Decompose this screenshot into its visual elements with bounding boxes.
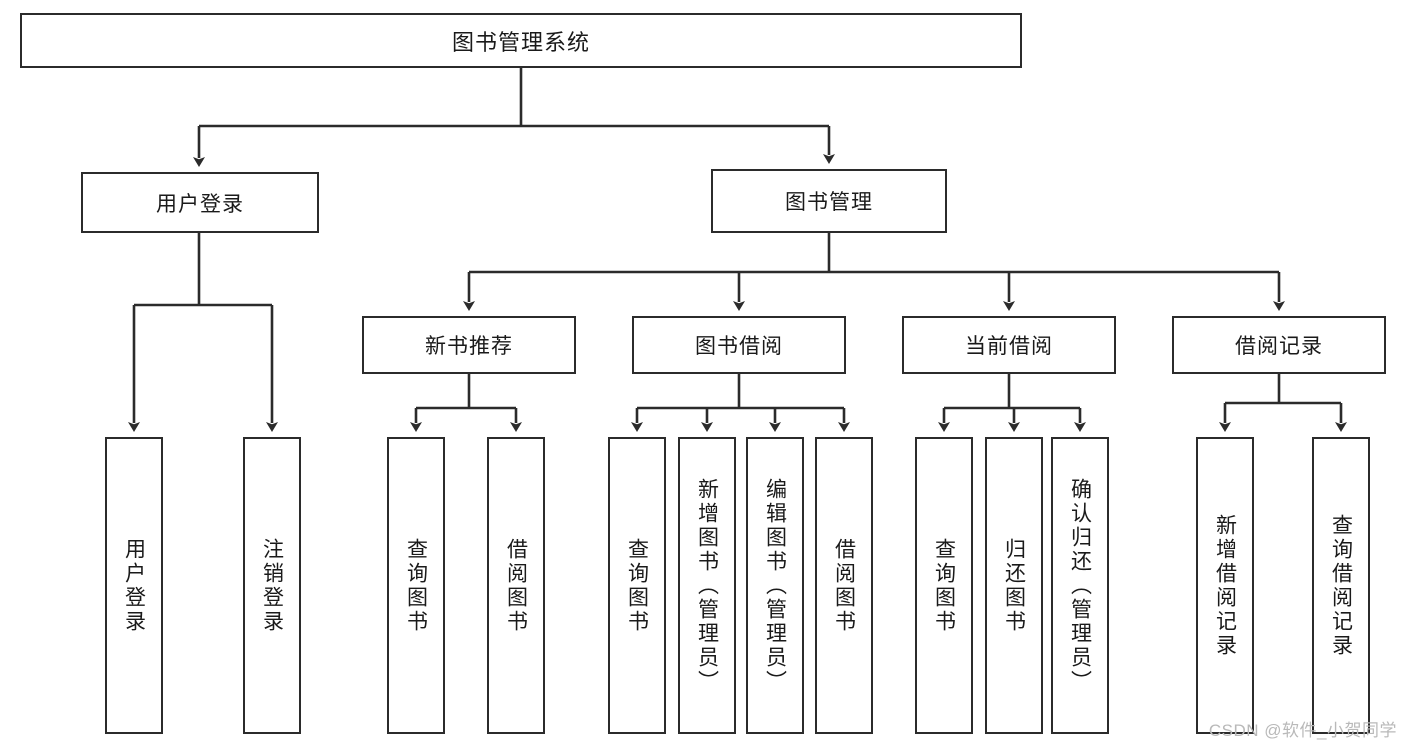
leaf-query-book-current-label: 查询图书 [932,537,956,634]
node-new-book-recommend-label: 新书推荐 [425,335,513,358]
node-book-management[interactable]: 图书管理 [711,169,947,233]
node-book-management-label: 图书管理 [785,191,873,214]
leaf-query-book-borrow[interactable]: 查询图书 [608,437,666,734]
leaf-logout-label: 注销登录 [260,537,284,634]
watermark: CSDN @软件_小贺同学 [1208,721,1397,740]
node-current-borrow-label: 当前借阅 [965,335,1053,358]
leaf-edit-book-admin[interactable]: 编辑图书（管理员） [746,437,804,734]
node-book-borrow-label: 图书借阅 [695,335,783,358]
leaf-borrow-book-new[interactable]: 借阅图书 [487,437,545,734]
leaf-borrow-book-label: 借阅图书 [832,537,856,634]
leaf-add-book-admin[interactable]: 新增图书（管理员） [678,437,736,734]
leaf-return-book[interactable]: 归还图书 [985,437,1043,734]
leaf-query-book-current[interactable]: 查询图书 [915,437,973,734]
leaf-logout[interactable]: 注销登录 [243,437,301,734]
leaf-confirm-return-admin[interactable]: 确认归还（管理员） [1051,437,1109,734]
node-current-borrow[interactable]: 当前借阅 [902,316,1116,374]
node-borrow-records-label: 借阅记录 [1235,335,1323,358]
leaf-confirm-return-admin-label: 确认归还（管理员） [1068,477,1092,694]
node-root[interactable]: 图书管理系统 [20,13,1022,68]
leaf-query-book-borrow-label: 查询图书 [625,537,649,634]
leaf-query-book-new-label: 查询图书 [404,537,428,634]
leaf-add-borrow-record-label: 新增借阅记录 [1213,513,1237,658]
leaf-add-book-admin-label: 新增图书（管理员） [695,477,719,694]
leaf-borrow-book-new-label: 借阅图书 [504,537,528,634]
leaf-user-login-label: 用户登录 [122,537,146,634]
node-book-borrow[interactable]: 图书借阅 [632,316,846,374]
leaf-user-login[interactable]: 用户登录 [105,437,163,734]
node-user-login[interactable]: 用户登录 [81,172,319,233]
leaf-edit-book-admin-label: 编辑图书（管理员） [763,477,787,694]
leaf-query-borrow-record-label: 查询借阅记录 [1329,513,1353,658]
node-new-book-recommend[interactable]: 新书推荐 [362,316,576,374]
leaf-query-book-new[interactable]: 查询图书 [387,437,445,734]
node-root-label: 图书管理系统 [451,29,590,55]
node-borrow-records[interactable]: 借阅记录 [1172,316,1386,374]
leaf-query-borrow-record[interactable]: 查询借阅记录 [1312,437,1370,734]
leaf-borrow-book[interactable]: 借阅图书 [815,437,873,734]
node-user-login-label: 用户登录 [156,192,244,216]
leaf-add-borrow-record[interactable]: 新增借阅记录 [1196,437,1254,734]
leaf-return-book-label: 归还图书 [1002,537,1026,634]
